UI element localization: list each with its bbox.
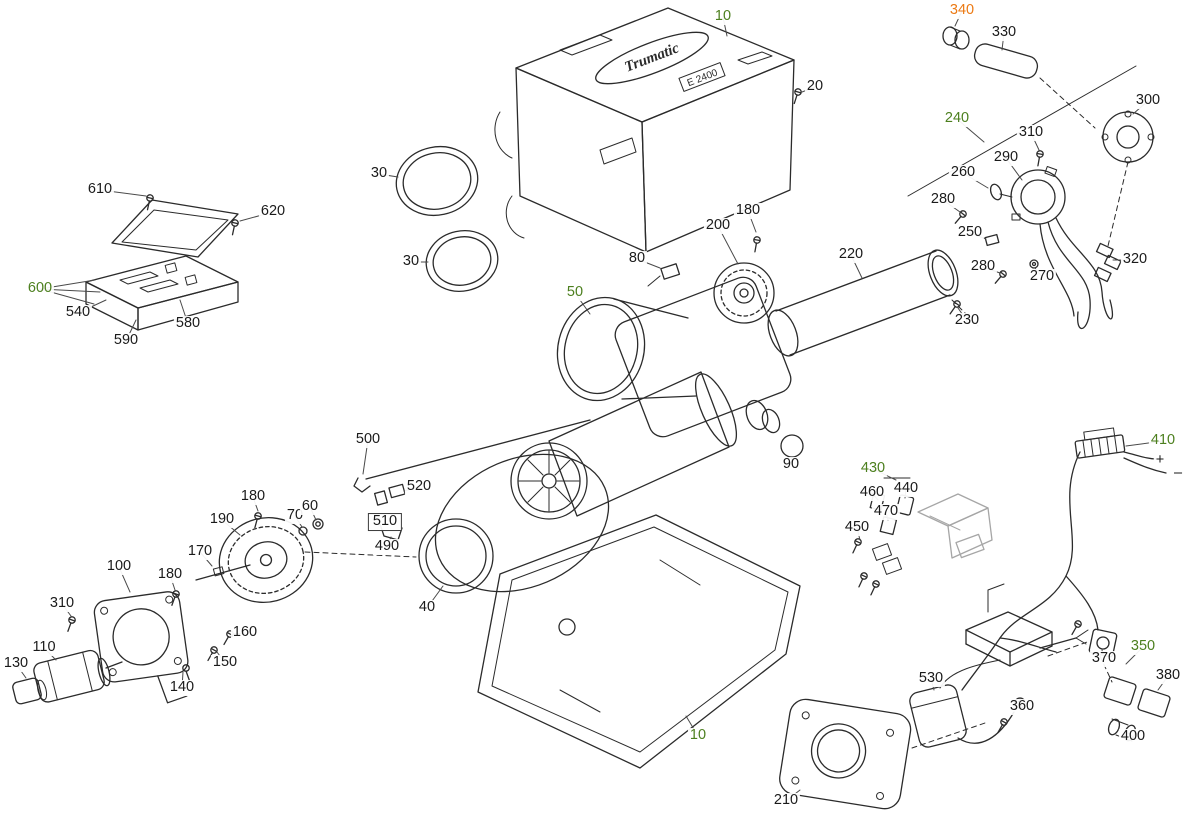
part-label-10-6[interactable]: 10 <box>712 8 734 25</box>
bottom-tray <box>477 514 801 769</box>
part-label-280-20: 280 <box>968 258 998 275</box>
part-label-160-45: 160 <box>230 624 260 641</box>
part-label-90-28: 90 <box>780 456 802 473</box>
part-label-180-39: 180 <box>155 566 185 583</box>
part-label-620-1: 620 <box>258 203 288 220</box>
part-label-490-32: 490 <box>372 538 402 555</box>
part-label-210-48: 210 <box>771 792 801 809</box>
part-label-80-11: 80 <box>626 250 648 267</box>
part-label-60-35: 60 <box>299 498 321 515</box>
part-label-380-53: 380 <box>1153 667 1183 684</box>
part-label-+-56: + <box>1153 452 1167 469</box>
wall-mount-plate <box>779 698 989 810</box>
part-label-370-51: 370 <box>1089 650 1119 667</box>
part-label-410-55[interactable]: 410 <box>1148 432 1178 449</box>
control-pcb-box <box>85 193 240 331</box>
cable-harness <box>961 427 1167 691</box>
part-label-310-40: 310 <box>47 595 77 612</box>
part-label-580-5: 580 <box>173 315 203 332</box>
part-label-330-26: 330 <box>989 24 1019 41</box>
part-label-430-58[interactable]: 430 <box>858 460 888 477</box>
part-label-610-0: 610 <box>85 181 115 198</box>
part-label-310-23: 310 <box>1016 124 1046 141</box>
part-label-220-14: 220 <box>836 246 866 263</box>
part-label-450-61: 450 <box>842 519 872 536</box>
part-label-400-54: 400 <box>1118 728 1148 745</box>
part-label-280-18: 280 <box>928 191 958 208</box>
heat-exchanger <box>510 371 738 520</box>
part-label-40-46: 40 <box>416 599 438 616</box>
part-label-30-8: 30 <box>368 165 390 182</box>
part-label-140-43: 140 <box>167 679 197 696</box>
part-label-260-17: 260 <box>948 164 978 181</box>
part-label-190-36: 190 <box>207 511 237 528</box>
round-grille-lower <box>425 230 499 292</box>
part-label-250-19: 250 <box>955 224 985 241</box>
part-label-440-60: 440 <box>891 480 921 497</box>
burner-group <box>907 65 1155 330</box>
burner-bracket <box>965 583 1091 667</box>
part-label-470-62: 470 <box>871 503 901 520</box>
overheat-switch <box>647 263 681 287</box>
round-grille-upper <box>395 146 479 216</box>
part-label-600-2[interactable]: 600 <box>25 280 55 297</box>
finned-disc <box>713 235 775 324</box>
part-label-590-4: 590 <box>111 332 141 349</box>
outlet-stub-and-oring <box>745 399 804 458</box>
part-label-180-33: 180 <box>238 488 268 505</box>
intake-cone <box>556 276 792 438</box>
part-label-290-22: 290 <box>991 149 1021 166</box>
part-label-20-7: 20 <box>804 78 826 95</box>
lower-casing <box>304 419 610 594</box>
ghost-connector <box>917 493 993 559</box>
part-label-500-29: 500 <box>353 431 383 448</box>
part-label-350-52[interactable]: 350 <box>1128 638 1158 655</box>
part-label-170-37: 170 <box>185 543 215 560</box>
part-label-130-42: 130 <box>1 655 31 672</box>
part-label-530-49: 530 <box>916 670 946 687</box>
part-label-340-27[interactable]: 340 <box>947 2 977 19</box>
part-label-10-47[interactable]: 10 <box>687 727 709 744</box>
part-label-320-25: 320 <box>1120 251 1150 268</box>
part-label-270-21: 270 <box>1027 268 1057 285</box>
part-label-540-3: 540 <box>63 304 93 321</box>
part-label-30-9: 30 <box>400 253 422 270</box>
part-label-510-31: 510 <box>367 513 403 531</box>
fan-impeller <box>195 516 314 604</box>
part-label-100-38: 100 <box>104 558 134 575</box>
mounting-plate <box>93 591 189 704</box>
part-label-240-16[interactable]: 240 <box>942 110 972 127</box>
part-label-460-59: 460 <box>857 484 887 501</box>
part-label-200-12: 200 <box>703 217 733 234</box>
part-label-520-30: 520 <box>404 478 434 495</box>
part-label-230-15: 230 <box>952 312 982 329</box>
part-label-150-44: 150 <box>210 654 240 671</box>
part-label-180-13: 180 <box>733 202 763 219</box>
exhaust-hose <box>942 26 1096 129</box>
part-label-300-24: 300 <box>1133 92 1163 109</box>
part-label-110-41: 110 <box>30 639 58 656</box>
part-label-360-50: 360 <box>1007 698 1037 715</box>
part-label-–-57: – <box>1171 465 1185 482</box>
part-label-50-10[interactable]: 50 <box>564 284 586 301</box>
